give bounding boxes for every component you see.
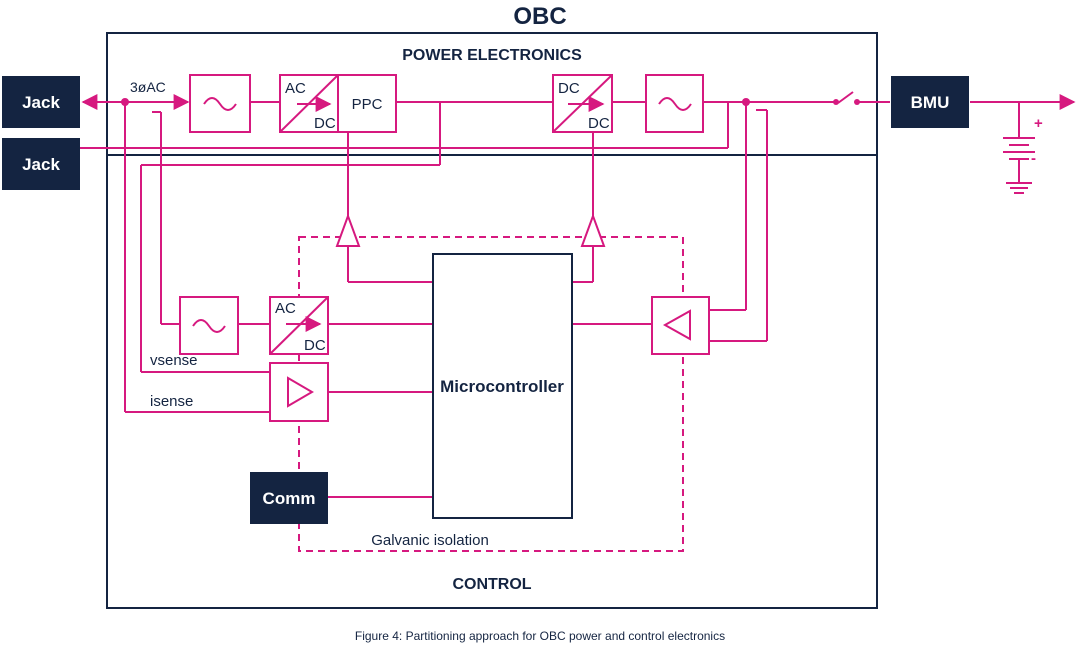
power-wires [80, 91, 1076, 413]
bmu-label: BMU [911, 93, 950, 112]
dc-dc-converter: DC DC [552, 74, 613, 133]
jack-1: Jack [2, 76, 80, 128]
sense-filter [179, 296, 239, 355]
dc-dc-input-label: DC [558, 80, 580, 97]
jack-1-label: Jack [22, 93, 60, 112]
control-wires [238, 132, 652, 498]
sine-icon [658, 97, 692, 111]
ac-dc-dc-label: DC [314, 115, 336, 132]
sense-ac-dc-converter: AC DC [269, 296, 329, 355]
dc-dc-output-label: DC [588, 115, 610, 132]
isolation-driver-dcdc [580, 213, 606, 247]
vsense-label: vsense [150, 352, 198, 369]
sine-icon [203, 97, 237, 111]
diagram-title: OBC [513, 3, 566, 30]
jack-2-label: Jack [22, 155, 60, 174]
obc-frame [106, 32, 878, 609]
sine-icon [192, 319, 226, 333]
isolation-driver-ppc [335, 213, 361, 247]
jack-2: Jack [2, 138, 80, 190]
sense-ac-label: AC [275, 300, 296, 317]
isense-label: isense [150, 393, 193, 410]
input-filter [189, 74, 251, 133]
comm-label: Comm [263, 489, 316, 508]
ppc-label: PPC [352, 96, 383, 113]
control-label: CONTROL [452, 576, 531, 593]
power-electronics-label: POWER ELECTRONICS [402, 47, 582, 64]
junction-dots [121, 98, 860, 106]
battery-minus: - [1031, 150, 1036, 167]
three-phase-ac-label: 3øAC [130, 79, 166, 95]
figure-caption: Figure 4: Partitioning approach for OBC … [355, 629, 725, 643]
bmu-block: BMU [891, 76, 969, 128]
ppc-block: PPC [337, 74, 397, 133]
ac-dc-converter: AC DC [279, 74, 339, 133]
galvanic-isolation-label: Galvanic isolation [371, 532, 489, 549]
comm-block: Comm [250, 472, 328, 524]
battery-plus: + [1034, 115, 1043, 132]
microcontroller-block: Microcontroller [432, 253, 573, 519]
output-filter [645, 74, 704, 133]
output-sense-amplifier [651, 296, 710, 355]
sense-dc-label: DC [304, 337, 326, 354]
ac-dc-ac-label: AC [285, 80, 306, 97]
microcontroller-label: Microcontroller [440, 377, 564, 396]
sense-amplifier [269, 362, 329, 422]
